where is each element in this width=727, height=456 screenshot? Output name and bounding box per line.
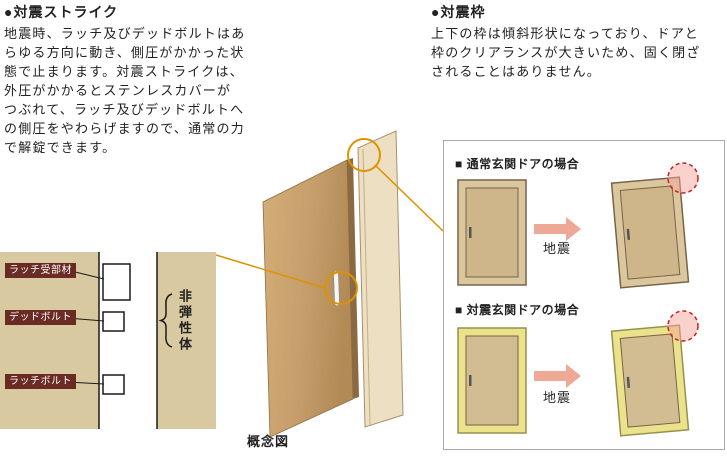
connector-line-left	[215, 254, 326, 289]
label-latch-receiver: ラッチ受部材	[5, 263, 76, 278]
comparison-box	[443, 140, 725, 450]
caption-conceptual-diagram: 概念図	[247, 434, 290, 449]
brace	[158, 293, 173, 348]
seismic-door-title: ■ 対震玄関ドアの場合	[455, 303, 580, 317]
door-frame-panel	[357, 130, 404, 428]
label-inelastic-body: 非弾性体	[177, 289, 192, 353]
label-deadbolt: デッドボルト	[5, 310, 76, 325]
strike-channel	[99, 252, 157, 429]
frame-section-title: ●対震枠	[431, 4, 486, 20]
frame-section-body: 上下の枠は傾斜形状になっており、ドアと 枠のクリアランスが大きいため、固く閉ざ …	[431, 26, 701, 79]
door-illustration	[262, 130, 404, 438]
highlight-circle-handle	[324, 271, 358, 305]
door-edge	[347, 158, 359, 399]
latch-receiver-part	[102, 263, 131, 301]
normal-door-title: ■ 通常玄関ドアの場合	[455, 157, 580, 171]
strike-section-body: 地震時、ラッチ及びデッドボルトはあ らゆる方向に動き、側圧がかかった状 態で止ま…	[4, 26, 246, 155]
highlight-circle-top	[347, 138, 381, 172]
earthquake-label-seismic: 地震	[543, 390, 572, 405]
connector-line-right	[374, 164, 444, 232]
door-panel	[262, 159, 354, 438]
latch-bolt-part	[102, 374, 125, 395]
label-latch-bolt: ラッチボルト	[5, 374, 76, 389]
door-handle	[333, 270, 340, 307]
deadbolt-part	[102, 311, 125, 332]
strike-section-title: ●対震ストライク	[4, 4, 119, 20]
earthquake-label-normal: 地震	[543, 241, 572, 256]
